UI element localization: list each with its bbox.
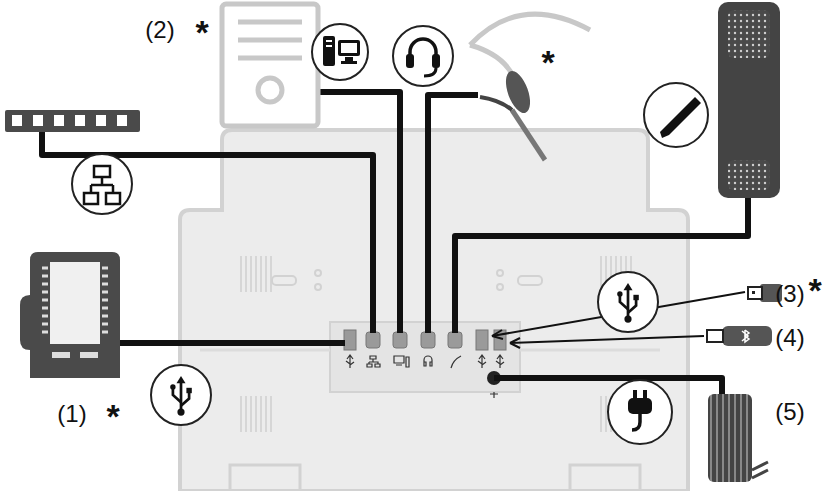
expansion-module (20, 252, 120, 378)
headset (470, 14, 590, 160)
headset-icon (406, 39, 440, 76)
callout-number: (4) (775, 326, 804, 350)
usb-icon (617, 283, 639, 323)
vent (238, 396, 274, 432)
network-icon (84, 166, 120, 204)
callout-number: (2) (145, 18, 174, 42)
cable (42, 92, 748, 398)
callout-number: (5) (775, 400, 804, 424)
handset-icon (660, 97, 701, 138)
optional-mark: * (808, 273, 821, 307)
vent (238, 256, 274, 292)
callout-number: (1) (57, 402, 86, 426)
optional-mark: * (541, 45, 554, 79)
phone-body (180, 130, 688, 491)
usb-icon (170, 376, 192, 416)
callout-number: (3) (775, 282, 804, 306)
bluetooth-stick (707, 326, 772, 346)
power-supply (708, 394, 768, 482)
optional-mark: * (195, 15, 208, 49)
computer-icon (323, 36, 360, 66)
network-switch (5, 110, 140, 132)
port-icons (346, 355, 504, 398)
optional-mark: * (106, 399, 119, 433)
plug-icon (628, 390, 652, 430)
icon-circle (72, 24, 708, 444)
handset (718, 2, 780, 198)
pc-tower (222, 4, 318, 126)
